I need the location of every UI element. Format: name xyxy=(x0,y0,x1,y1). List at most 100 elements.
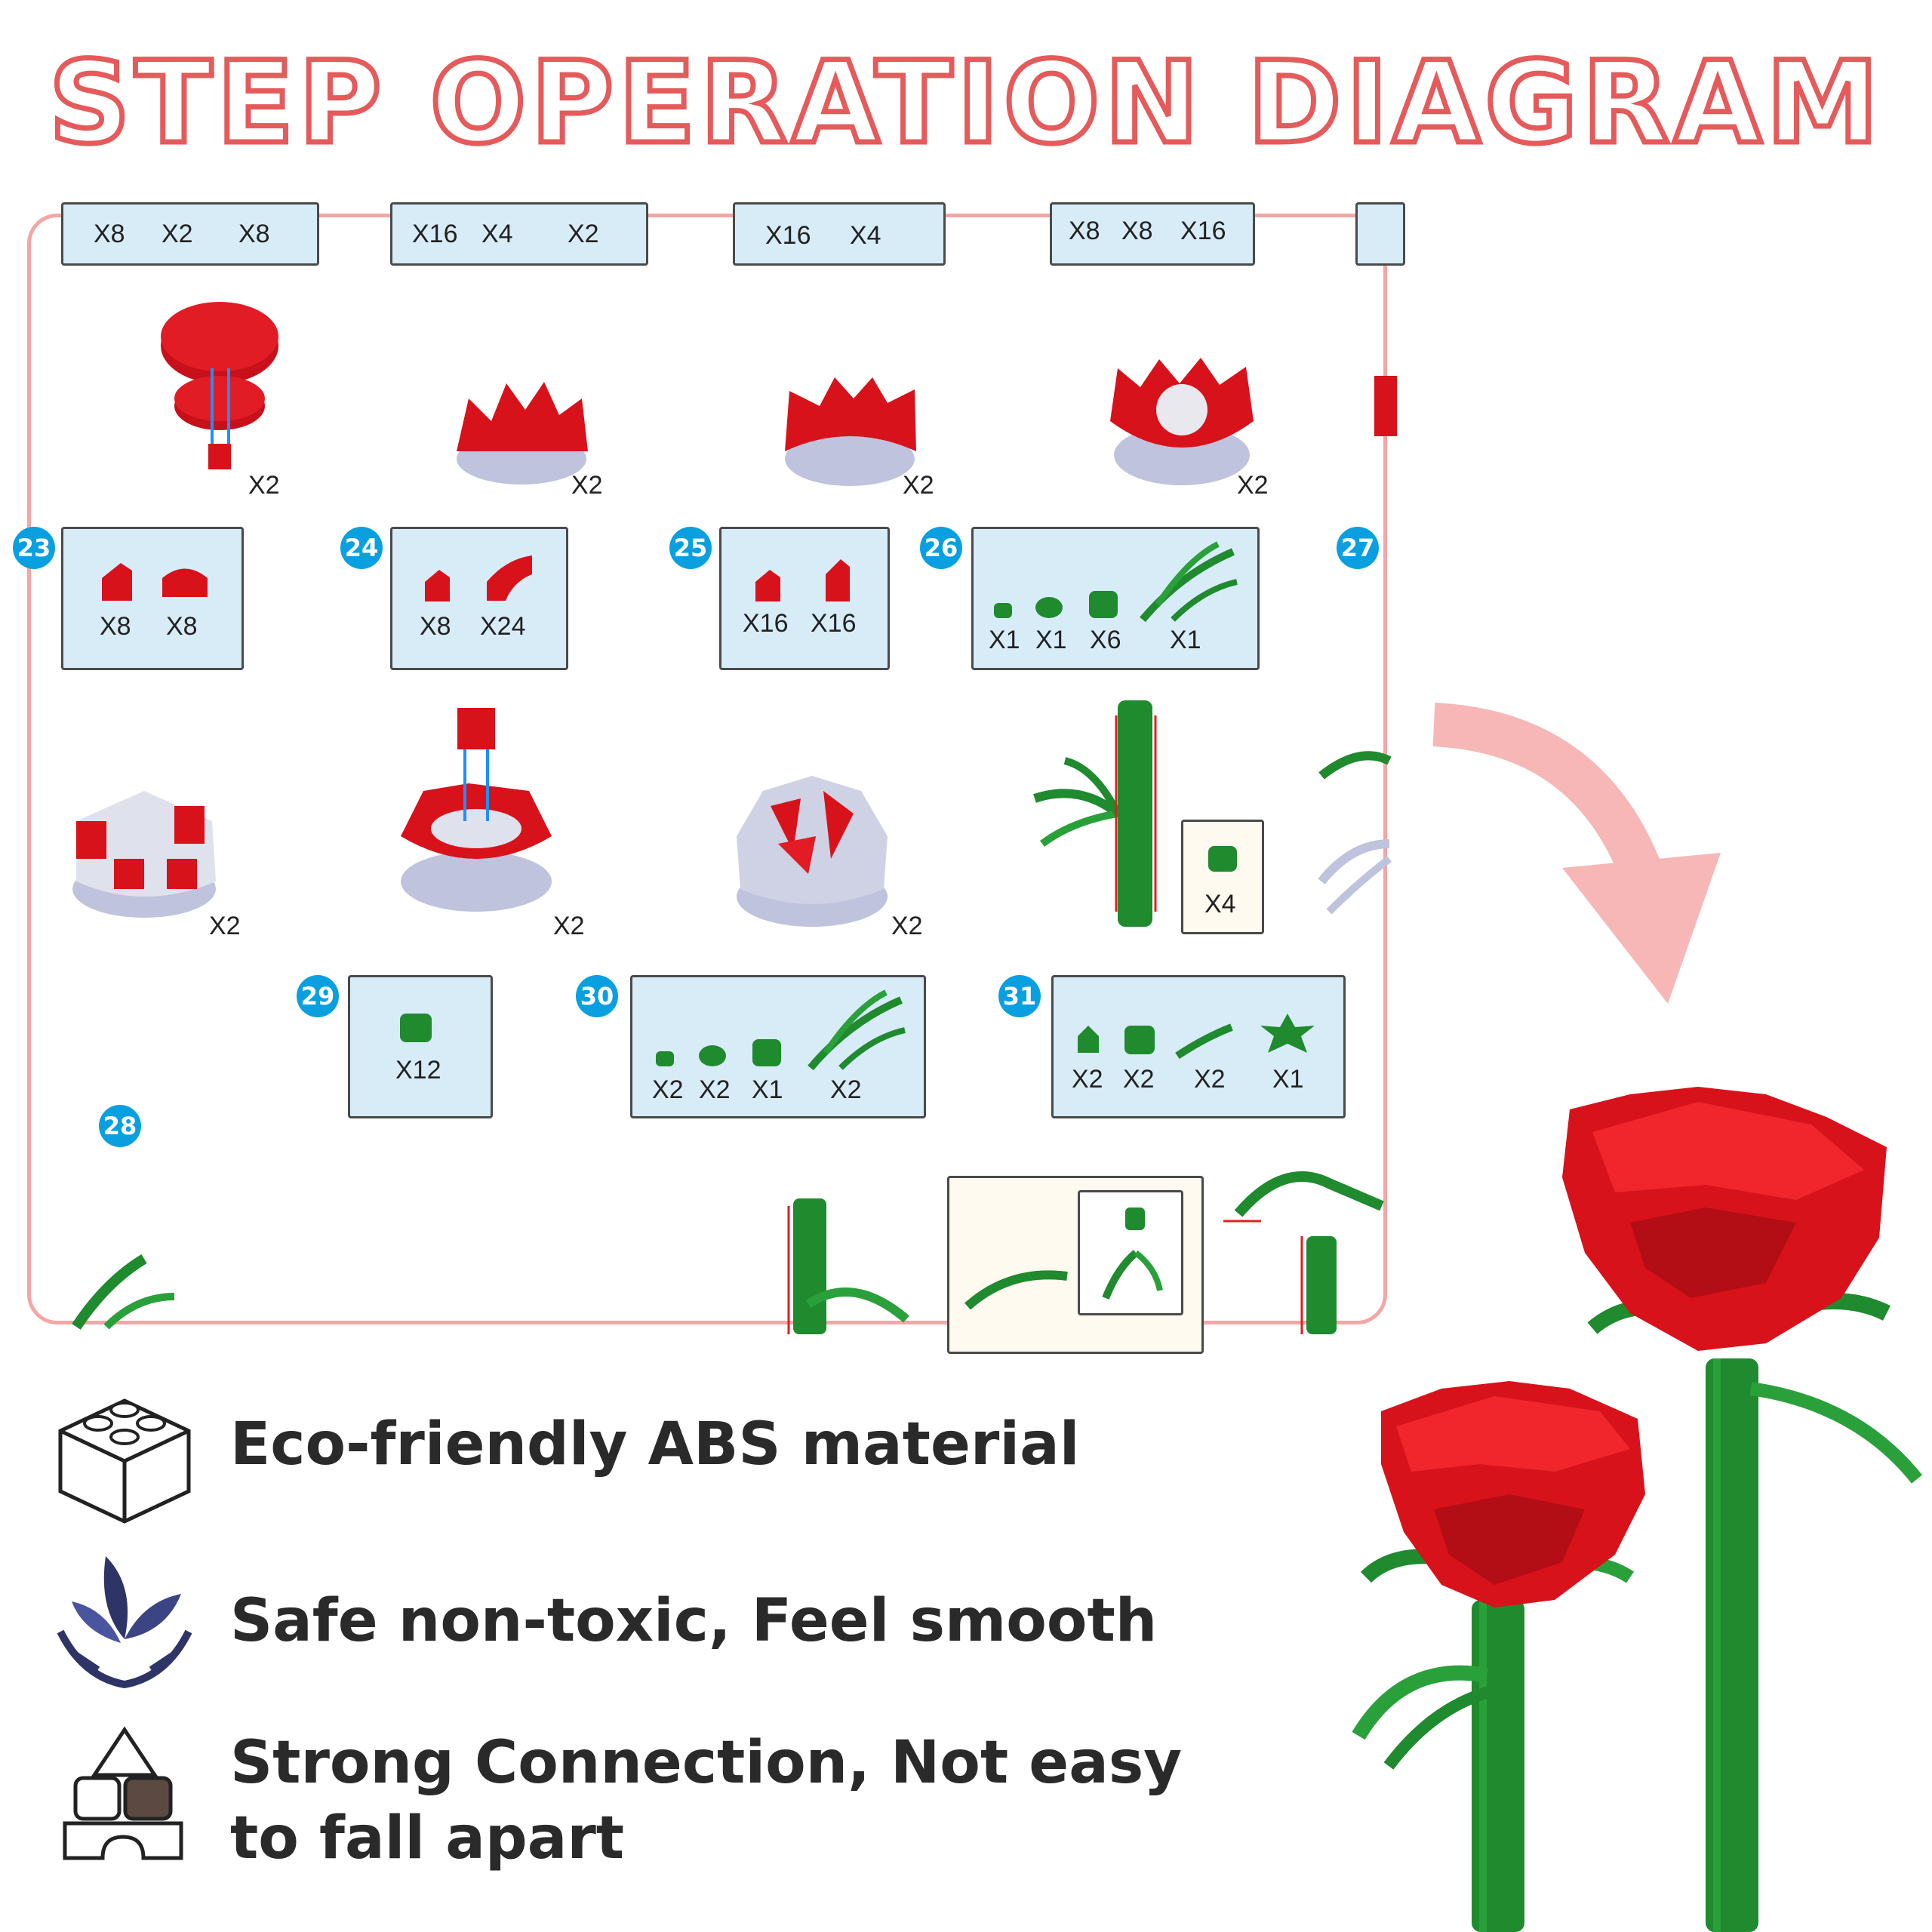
green-round-brick-icon xyxy=(752,1039,781,1066)
red-slope-brick-icon xyxy=(425,570,450,601)
parts-box-step-25: X16 X16 xyxy=(719,527,890,670)
step-badge-24: 24 xyxy=(340,527,383,569)
green-clip-icon xyxy=(699,1045,726,1066)
part-count: X16 xyxy=(811,609,857,638)
part-count: X8 xyxy=(94,220,125,248)
top-parts-box-4: X8 X8 X16 xyxy=(1050,202,1255,266)
green-round-brick-icon xyxy=(1124,1026,1155,1054)
part-count: X1 xyxy=(1170,626,1201,654)
assembly-callout-box xyxy=(947,1176,1204,1354)
curved-arrow-icon xyxy=(1432,703,1721,1004)
instruction-diagram-panel: X8 X2 X8 X16 X4 X2 X16 X4 X8 X8 X16 X2 X… xyxy=(13,202,1405,1354)
top-parts-box-2: X16 X4 X2 xyxy=(390,202,648,266)
step-illustration-stem-assembly xyxy=(1033,700,1157,927)
part-count: X2 xyxy=(830,1075,862,1104)
step-badge-28: 28 xyxy=(99,1105,141,1147)
step-illustration-rose-core xyxy=(401,708,552,912)
assembly-callout-inner xyxy=(1078,1190,1183,1315)
top-parts-box-5 xyxy=(1355,202,1405,266)
green-leaf-icon xyxy=(964,1270,1068,1310)
green-leaf-spray-icon xyxy=(808,989,906,1071)
step-illustration-leaves-bottom xyxy=(72,1254,175,1330)
top-parts-box-3: X16 X4 xyxy=(733,202,946,266)
parts-box-step-31: X2 X2 X2 X1 xyxy=(1051,975,1346,1118)
green-clip-icon xyxy=(1035,597,1063,618)
part-count: X8 xyxy=(238,220,270,248)
step-illustration-right-stem xyxy=(1223,1171,1384,1334)
part-count: X2 xyxy=(652,1075,684,1104)
step-badge-31: 31 xyxy=(998,975,1041,1017)
step-illustration-rose-petals-1 xyxy=(72,791,216,918)
part-count: X16 xyxy=(765,221,811,250)
multiplier-label: X2 xyxy=(553,912,585,940)
multiplier-label: X2 xyxy=(209,912,241,940)
part-count: X1 xyxy=(752,1075,783,1104)
green-round-stud-icon xyxy=(994,603,1012,618)
part-count: X8 xyxy=(166,612,198,641)
red-slope-brick-icon xyxy=(755,570,780,601)
feature-strong-connection-line2: to fall apart xyxy=(230,1804,625,1872)
part-count: X4 xyxy=(850,221,881,250)
stacked-blocks-icon xyxy=(63,1726,183,1860)
multiplier-label: X2 xyxy=(571,471,603,500)
part-count: X2 xyxy=(1072,1065,1103,1094)
step-badge-27: 27 xyxy=(1337,527,1379,569)
part-count: X2 xyxy=(1194,1065,1226,1094)
part-count: X16 xyxy=(412,220,458,248)
step-illustration-petal-ring xyxy=(785,377,916,486)
multiplier-label: X2 xyxy=(903,471,934,500)
red-slope-brick-icon xyxy=(102,563,132,601)
part-count: X16 xyxy=(1180,217,1226,245)
feature-eco-friendly: Eco-friendly ABS material xyxy=(230,1411,1080,1478)
part-count: X4 xyxy=(481,220,513,248)
multiplier-label: X2 xyxy=(891,912,923,940)
step-illustration-rose-bloom xyxy=(737,776,888,927)
step-illustration-stem-bottom xyxy=(787,1198,909,1334)
part-count: X4 xyxy=(1204,890,1236,918)
part-count: X8 xyxy=(420,612,451,641)
part-count: X16 xyxy=(743,609,789,638)
part-count: X1 xyxy=(989,626,1020,654)
part-count: X6 xyxy=(1090,626,1121,654)
feature-safe-non-toxic: Safe non-toxic, Feel smooth xyxy=(230,1587,1158,1655)
leaf-hands-icon xyxy=(57,1556,192,1689)
part-count: X8 xyxy=(1069,217,1100,245)
brick-icon xyxy=(58,1398,191,1524)
part-count: X1 xyxy=(1035,626,1067,654)
page-title: STEP OPERATION DIAGRAM xyxy=(46,35,1884,172)
red-curved-slope-icon xyxy=(487,555,532,601)
multiplier-label: X2 xyxy=(248,471,280,500)
part-count: X24 xyxy=(480,612,526,641)
red-tall-slope-icon xyxy=(826,559,850,601)
step-illustration-clipped xyxy=(1374,376,1397,436)
green-round-stud-icon xyxy=(656,1051,674,1066)
step-illustration-star-ring xyxy=(1110,358,1254,485)
parts-box-step-24: X8 X24 xyxy=(390,527,568,670)
green-branch-icon xyxy=(1175,1023,1233,1060)
step-badge-25: 25 xyxy=(669,527,712,569)
green-leaf-branch-icon xyxy=(1102,1208,1163,1300)
part-count: X8 xyxy=(1121,217,1153,245)
multiplier-label: X2 xyxy=(1237,471,1269,500)
part-count: X8 xyxy=(100,612,131,641)
part-count: X2 xyxy=(568,220,599,248)
green-leaf-stud-icon xyxy=(1078,1026,1099,1053)
part-count: X2 xyxy=(699,1075,731,1104)
parts-box-step-30: X2 X2 X1 X2 xyxy=(630,975,926,1118)
step-illustration-disc-stack xyxy=(161,302,278,469)
step-illustration-clipped-leaves xyxy=(1318,751,1392,915)
step-badge-30: 30 xyxy=(576,975,618,1017)
green-leaf-spray-icon xyxy=(1140,541,1238,623)
parts-box-step-23: X8 X8 xyxy=(61,527,244,670)
green-round-brick-icon xyxy=(1208,846,1237,872)
green-round-brick-icon xyxy=(400,1014,432,1042)
step-badge-29: 29 xyxy=(297,975,339,1017)
green-round-brick-icon xyxy=(1089,591,1118,618)
green-star-plate-icon xyxy=(1260,1014,1315,1053)
feature-strong-connection-line1: Strong Connection, Not easy xyxy=(230,1729,1183,1797)
part-count: X2 xyxy=(162,220,193,248)
parts-box-step-29: X12 xyxy=(348,975,493,1118)
step-badge-26: 26 xyxy=(920,527,962,569)
stem-part-callout: X4 xyxy=(1181,820,1264,934)
top-parts-box-1: X8 X2 X8 xyxy=(61,202,319,266)
